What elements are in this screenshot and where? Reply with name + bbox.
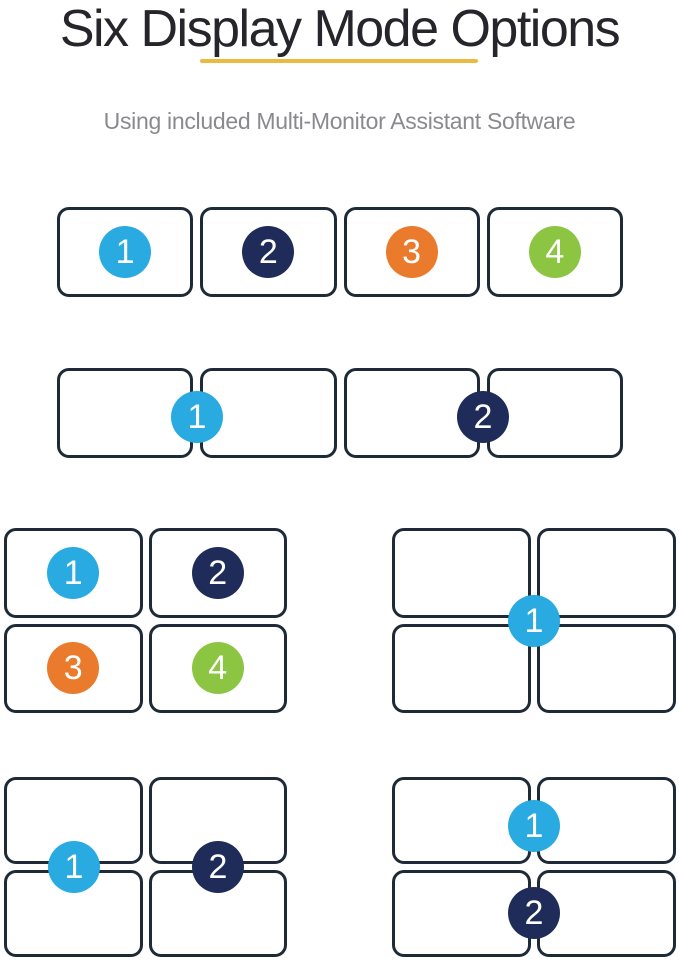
monitor: 1 [4, 528, 143, 618]
title-underline [200, 59, 478, 63]
monitor [57, 368, 194, 458]
monitor [537, 870, 676, 957]
mode-two-spans-1x4: 1 2 [57, 368, 623, 458]
display-number-badge: 1 [47, 546, 100, 599]
monitor [392, 777, 531, 864]
display-number-badge: 2 [192, 841, 244, 893]
display-number-badge: 2 [191, 546, 244, 599]
mode-two-row-spans-2x2: 1 2 [392, 777, 676, 957]
monitor: 1 [57, 207, 194, 297]
monitor [392, 623, 531, 713]
display-number-badge: 1 [99, 226, 152, 278]
monitor [537, 528, 676, 618]
monitor: 3 [4, 623, 143, 713]
monitor [537, 623, 676, 713]
monitor: 2 [148, 528, 287, 618]
monitor [537, 777, 676, 864]
display-number-badge: 1 [508, 594, 560, 647]
display-number-badge: 4 [528, 226, 581, 278]
monitor: 2 [200, 207, 337, 297]
mode-single-span-2x2: 1 [392, 528, 676, 713]
display-number-badge: 2 [508, 887, 560, 939]
display-number-badge: 4 [191, 642, 244, 695]
page-subtitle: Using included Multi-Monitor Assistant S… [103, 108, 576, 134]
display-number-badge: 3 [47, 642, 100, 695]
display-number-badge: 1 [171, 391, 223, 443]
mode-two-column-spans-2x2: 1 2 [4, 777, 287, 957]
page-title: Six Display Mode Options [59, 0, 621, 58]
display-number-badge: 2 [457, 391, 509, 443]
monitor: 3 [343, 207, 480, 297]
monitor [486, 368, 623, 458]
display-number-badge: 1 [508, 800, 560, 852]
display-number-badge: 2 [242, 226, 295, 278]
monitor: 4 [148, 623, 287, 713]
display-number-badge: 1 [48, 841, 100, 893]
monitor: 4 [486, 207, 623, 297]
mode-four-independent-1x4: 1 2 3 4 [57, 207, 623, 297]
mode-four-independent-2x2: 1 2 3 4 [4, 528, 287, 713]
monitor [392, 528, 531, 618]
display-number-badge: 3 [385, 226, 438, 278]
